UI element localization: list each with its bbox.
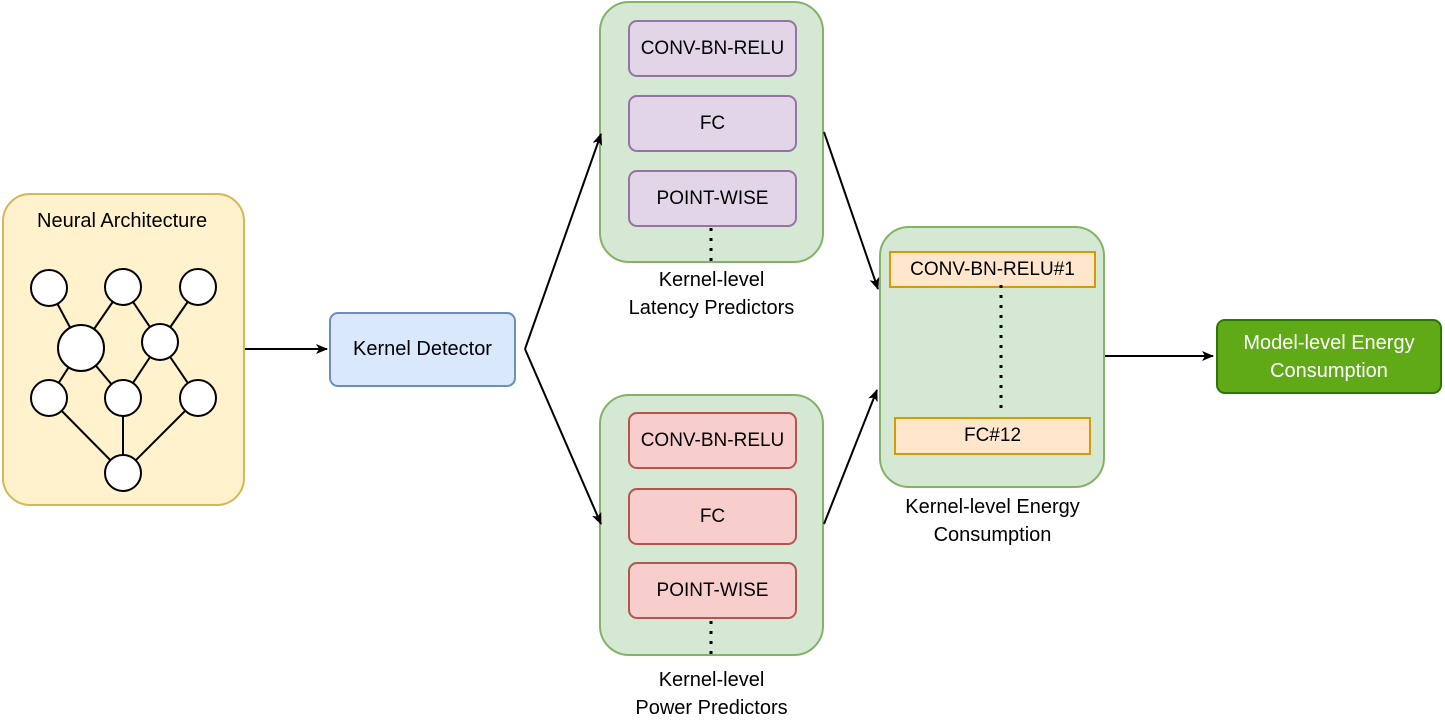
arrow-detector-to-power — [524, 348, 602, 525]
arrow-latency-to-energy — [823, 131, 880, 290]
energy-entry-first: CONV-BN-RELU#1 — [889, 251, 1096, 288]
energy-caption-line2: Consumption — [933, 524, 1052, 546]
energy-entry-last: FC#12 — [894, 417, 1091, 455]
graph-node — [104, 268, 142, 306]
latency-kernel-label: CONV-BN-RELU — [640, 37, 785, 59]
energy-entry-label: CONV-BN-RELU#1 — [910, 258, 1075, 280]
latency-kernel-conv-bn-relu: CONV-BN-RELU — [628, 20, 797, 77]
arrow-power-to-energy — [823, 389, 878, 525]
neural-graph-nodes — [30, 268, 217, 492]
power-kernel-label: CONV-BN-RELU — [640, 429, 785, 451]
graph-node — [104, 454, 142, 492]
arrow-detector-to-latency — [524, 133, 603, 350]
model-energy-box: Model-level Energy Consumption — [1216, 319, 1442, 394]
power-kernel-conv-bn-relu: CONV-BN-RELU — [628, 412, 797, 469]
power-kernel-label: FC — [699, 505, 726, 527]
latency-kernel-label: FC — [699, 112, 726, 134]
power-kernel-fc: FC — [628, 488, 797, 545]
graph-node — [57, 324, 105, 372]
model-energy-line1: Model-level Energy — [1243, 331, 1415, 354]
kernel-detector-box: Kernel Detector — [329, 312, 516, 387]
graph-node — [104, 379, 142, 417]
graph-node — [30, 379, 68, 417]
latency-caption-line2: Latency Predictors — [628, 297, 795, 319]
power-kernel-point-wise: POINT-WISE — [628, 562, 797, 619]
neural-architecture-title: Neural Architecture — [37, 210, 208, 232]
power-caption-line2: Power Predictors — [635, 697, 788, 719]
model-energy-line2: Consumption — [1270, 359, 1388, 382]
graph-node — [141, 323, 179, 361]
latency-caption-line1: Kernel-level — [658, 269, 765, 291]
power-kernel-label: POINT-WISE — [656, 579, 769, 601]
graph-node — [30, 269, 68, 307]
power-caption-line1: Kernel-level — [658, 669, 765, 691]
latency-kernel-fc: FC — [628, 95, 797, 152]
latency-kernel-point-wise: POINT-WISE — [628, 170, 797, 227]
kernel-detector-label: Kernel Detector — [353, 338, 492, 360]
latency-kernel-label: POINT-WISE — [656, 187, 769, 209]
graph-node — [179, 268, 217, 306]
energy-entry-label: FC#12 — [963, 425, 1022, 446]
energy-caption-line1: Kernel-level Energy — [905, 496, 1080, 518]
graph-node — [179, 379, 217, 417]
